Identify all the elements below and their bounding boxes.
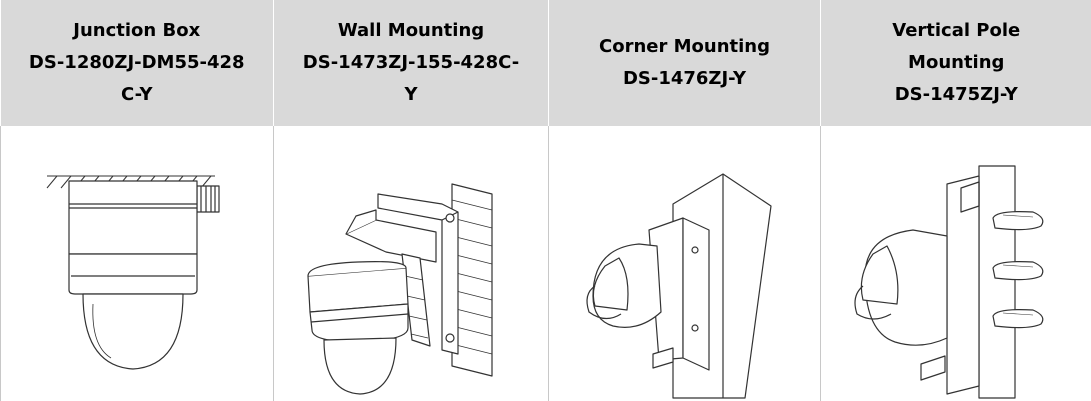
header-wall-mounting: Wall Mounting DS-1473ZJ-155-428C- Y: [273, 0, 549, 126]
header-title: Junction Box: [73, 20, 201, 41]
header-model: DS-1473ZJ-155-428C-: [302, 52, 520, 73]
image-cell-vertical-pole-mounting: [820, 126, 1091, 401]
header-model: Y: [404, 84, 418, 105]
junction-box-camera-icon: [1, 126, 273, 401]
header-title: Corner Mounting: [599, 36, 770, 57]
header-vertical-pole-mounting: Vertical Pole Mounting DS-1475ZJ-Y: [820, 0, 1091, 126]
image-row: [0, 126, 1091, 401]
header-title: Mounting: [908, 52, 1005, 73]
header-model: DS-1280ZJ-DM55-428: [28, 52, 245, 73]
header-corner-mounting: Corner Mounting DS-1476ZJ-Y: [548, 0, 821, 126]
pole-mount-camera-icon: [821, 126, 1091, 401]
header-model: DS-1475ZJ-Y: [894, 84, 1018, 105]
corner-mount-camera-icon: [549, 126, 821, 401]
wall-mount-camera-icon: [274, 126, 549, 401]
header-title: Wall Mounting: [337, 20, 485, 41]
header-title: Vertical Pole: [892, 20, 1021, 41]
header-model: DS-1476ZJ-Y: [622, 68, 747, 89]
header-junction-box: Junction Box DS-1280ZJ-DM55-428 C-Y: [0, 0, 274, 126]
image-cell-wall-mounting: [273, 126, 549, 401]
image-cell-corner-mounting: [548, 126, 821, 401]
image-cell-junction-box: [0, 126, 274, 401]
header-model: C-Y: [121, 84, 153, 105]
header-row: Junction Box DS-1280ZJ-DM55-428 C-Y Wall…: [0, 0, 1091, 126]
